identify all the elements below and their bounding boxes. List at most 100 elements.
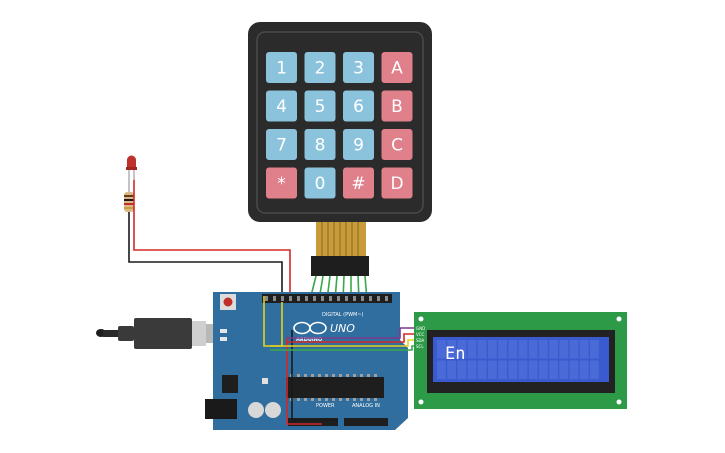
- arduino-uno-board[interactable]: DIGITAL (PWM~) UNO ARDUINO: [205, 292, 408, 430]
- analog-label: ANALOG IN: [352, 403, 380, 409]
- key-label: #: [351, 174, 365, 194]
- lcd-cell: [569, 360, 579, 379]
- key-label: *: [277, 174, 286, 194]
- key-label: A: [391, 59, 403, 79]
- capacitor: [265, 402, 281, 418]
- uno-brand: UNO: [330, 322, 355, 335]
- key-face: [381, 167, 413, 199]
- key-face: [381, 52, 413, 83]
- lcd-cell: [590, 360, 599, 379]
- key-label: 7: [276, 136, 287, 156]
- key-face: [381, 129, 413, 160]
- key-4[interactable]: 4: [266, 90, 297, 122]
- key-label: B: [391, 97, 403, 117]
- lcd-cell: [528, 340, 538, 359]
- key-label: D: [390, 174, 403, 194]
- key-face: [304, 167, 336, 199]
- lcd-pin-gnd: GND: [416, 326, 425, 331]
- lcd-cell: [457, 340, 467, 359]
- key-D[interactable]: D: [381, 167, 413, 199]
- led-wires: [128, 180, 291, 300]
- key-face: [304, 90, 336, 122]
- keypad-bezel: [256, 31, 424, 214]
- key-1[interactable]: 1: [266, 52, 297, 83]
- lcd-cell: [539, 340, 548, 359]
- lcd-cell: [498, 360, 507, 379]
- lcd-cell: [488, 340, 497, 359]
- key-C[interactable]: C: [381, 129, 413, 160]
- key-3[interactable]: 3: [343, 52, 374, 83]
- atmega-chip: [286, 377, 384, 398]
- lcd-cell: [467, 360, 477, 379]
- lcd-cell: [549, 360, 558, 379]
- lcd-cell: [467, 340, 477, 359]
- key-face: [266, 90, 297, 122]
- capacitor: [248, 402, 264, 418]
- lcd-cell: [498, 340, 507, 359]
- key-6[interactable]: 6: [343, 90, 374, 122]
- lcd-cell: [437, 340, 446, 359]
- key-label: C: [391, 136, 403, 156]
- key-face: [381, 90, 413, 122]
- lcd-cell: [488, 360, 497, 379]
- lcd-cell: [477, 360, 487, 379]
- key-label: 9: [353, 136, 364, 156]
- lcd-cell: [518, 340, 528, 359]
- key-label: 5: [315, 97, 326, 117]
- key-face: [266, 167, 297, 199]
- key-#[interactable]: #: [343, 167, 374, 199]
- key-label: 0: [315, 174, 326, 194]
- key-9[interactable]: 9: [343, 129, 374, 160]
- key-face: [343, 167, 374, 199]
- lcd-cell: [559, 340, 569, 359]
- power-label: POWER: [316, 403, 335, 409]
- analog-header: [344, 418, 388, 426]
- lcd-cell: [549, 340, 558, 359]
- key-face: [266, 52, 297, 83]
- lcd-display-text: En: [445, 344, 465, 364]
- lcd-cell: [477, 340, 487, 359]
- key-8[interactable]: 8: [304, 129, 336, 160]
- lcd-cell: [579, 360, 589, 379]
- key-0[interactable]: 0: [304, 167, 336, 199]
- lcd-pin-vcc: VCC: [416, 332, 425, 337]
- arduino-logo: [293, 321, 327, 335]
- key-5[interactable]: 5: [304, 90, 336, 122]
- lcd-cell: [457, 360, 467, 379]
- lcd-cell: [579, 340, 589, 359]
- lcd-cell: [518, 360, 528, 379]
- lcd-module[interactable]: En GND VCC SDA SCL: [414, 312, 627, 409]
- key-label: 6: [353, 97, 364, 117]
- lcd-cell: [559, 360, 569, 379]
- lcd-cell: [508, 340, 518, 359]
- key-7[interactable]: 7: [266, 129, 297, 160]
- key-label: 3: [353, 59, 364, 79]
- power-jack: [205, 399, 237, 419]
- lcd-cell: [539, 360, 548, 379]
- key-face: [343, 90, 374, 122]
- key-face: [304, 52, 336, 83]
- lcd-cell: [528, 360, 538, 379]
- led[interactable]: [126, 155, 137, 181]
- arduino-wordmark: ARDUINO: [296, 337, 322, 343]
- lcd-cell: [447, 340, 456, 359]
- resistor[interactable]: [124, 180, 134, 212]
- key-*[interactable]: *: [266, 167, 297, 199]
- lcd-pin-scl: SCL: [416, 344, 424, 349]
- key-2[interactable]: 2: [304, 52, 336, 83]
- key-A[interactable]: A: [381, 52, 413, 83]
- key-B[interactable]: B: [381, 90, 413, 122]
- key-face: [343, 129, 374, 160]
- power-header: [288, 418, 338, 426]
- lcd-cell: [437, 360, 446, 379]
- lcd-wires: [270, 327, 416, 351]
- key-label: 4: [276, 97, 287, 117]
- lcd-character-grid: [437, 340, 599, 379]
- keypad-ribbon-cable: [311, 222, 369, 276]
- lcd-cell: [508, 360, 518, 379]
- digital-header: [262, 294, 392, 303]
- voltage-regulator: [222, 375, 238, 393]
